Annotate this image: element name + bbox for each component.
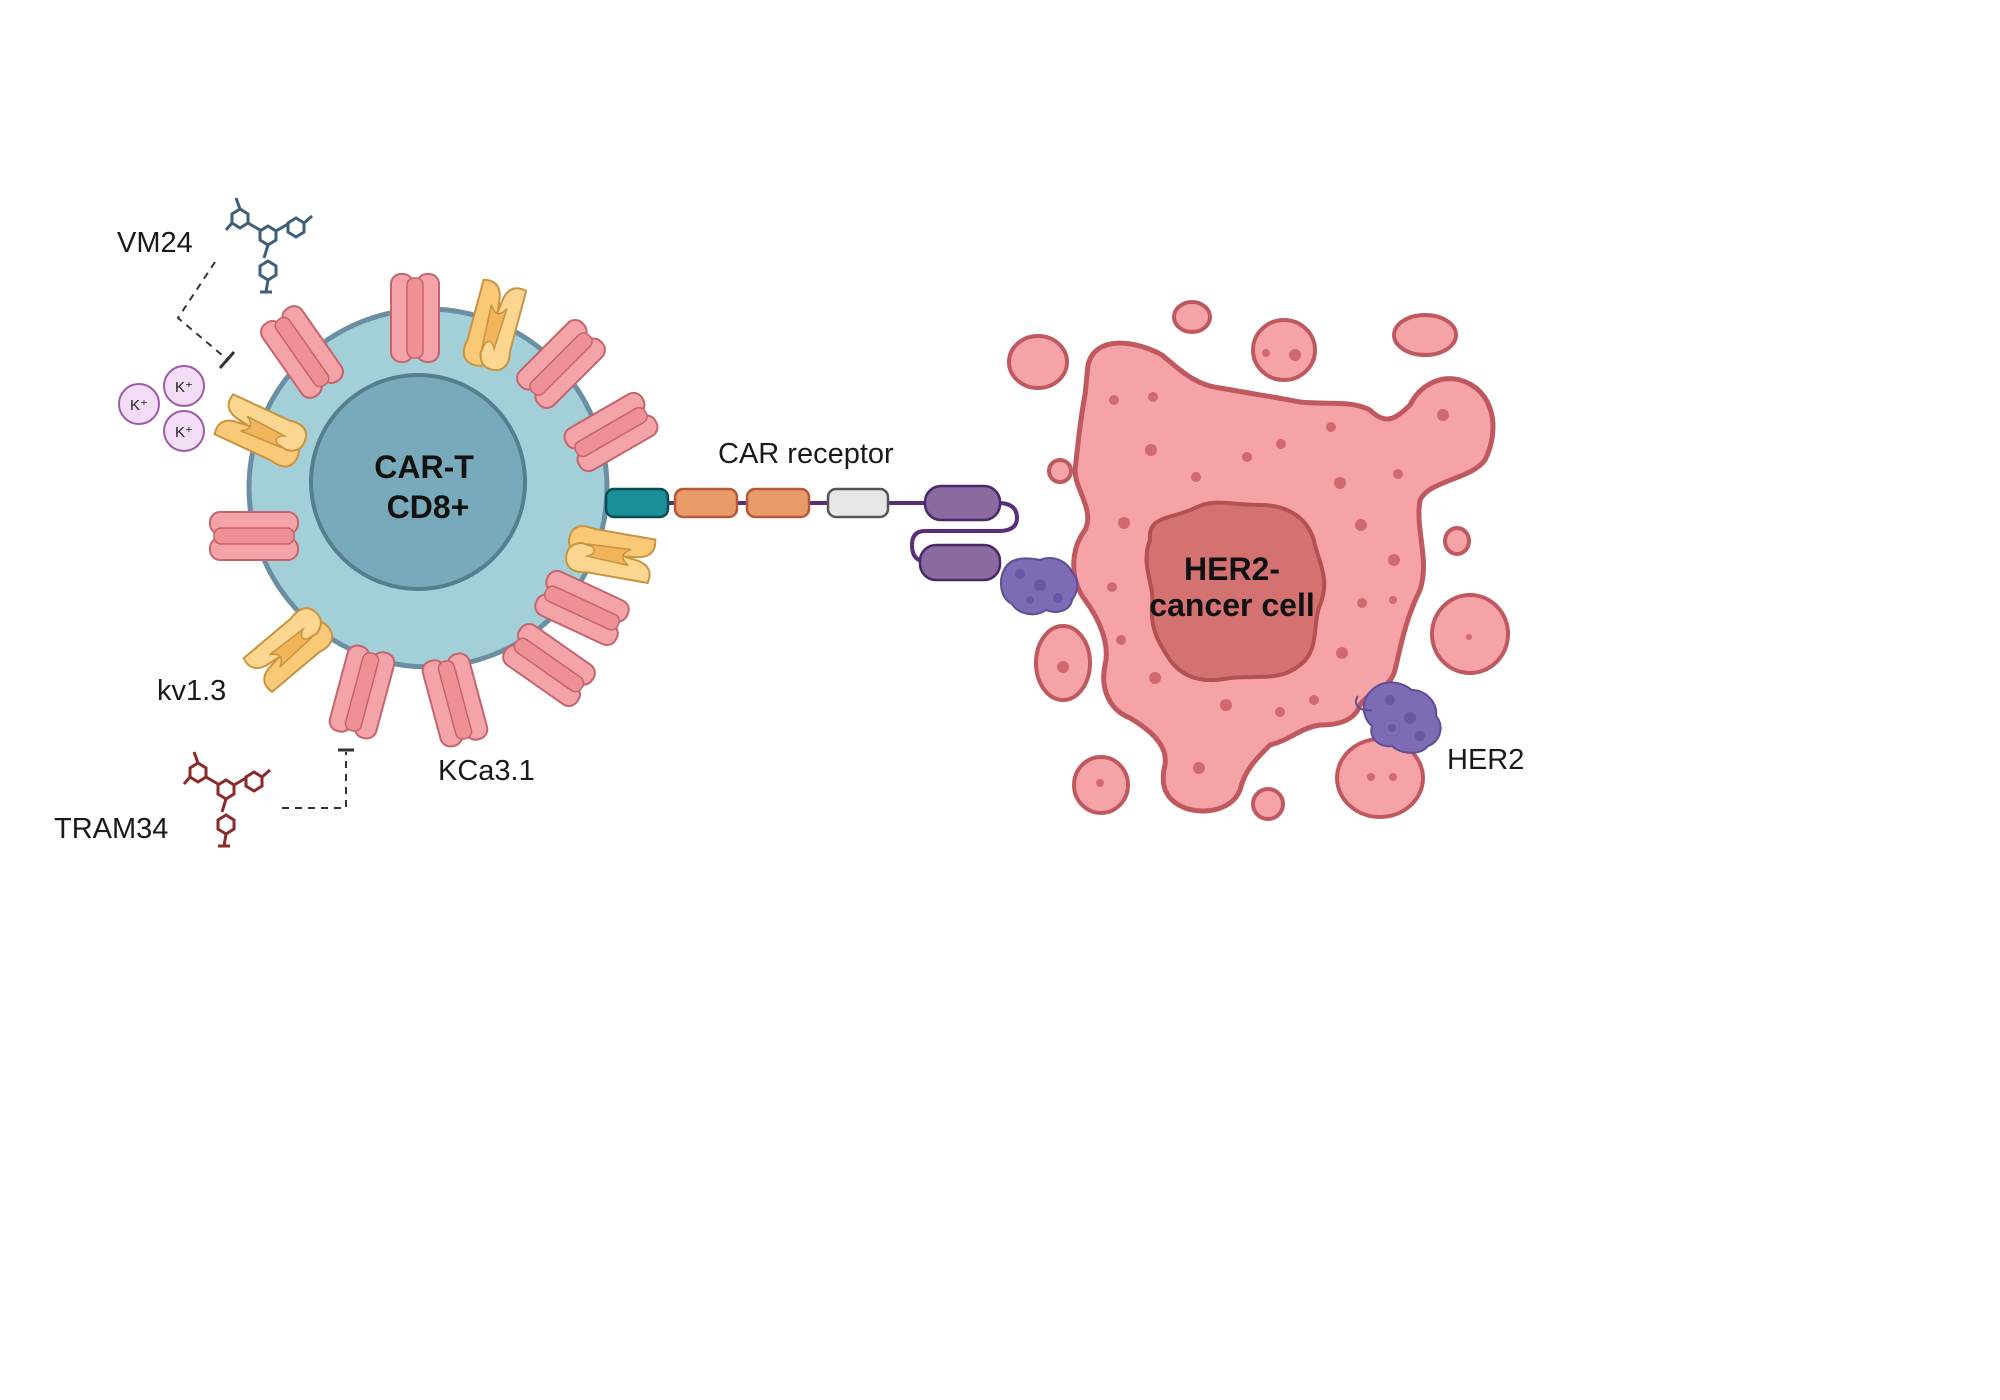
t-cell-nucleus	[309, 373, 527, 591]
vm24-molecule-icon	[224, 196, 314, 294]
vm24-label: VM24	[117, 227, 193, 259]
cancer-bleb	[1430, 593, 1510, 675]
car-costim-domain	[745, 487, 811, 519]
potassium-ions: K⁺ K⁺ K⁺	[118, 365, 205, 452]
cancer-bleb	[1172, 300, 1212, 334]
car-cd3z-domain	[604, 487, 670, 519]
cancer-bleb	[1047, 458, 1073, 484]
cancer-bleb	[1392, 313, 1458, 357]
her2-label: HER2	[1447, 744, 1524, 776]
ion-label: K⁺	[130, 397, 148, 414]
kca31-channel	[326, 642, 398, 742]
kca31-channel	[209, 511, 299, 561]
inhibition-bar	[218, 351, 236, 369]
car-receptor-label: CAR receptor	[718, 438, 894, 470]
car-t-cell: CAR-T CD8+	[246, 306, 610, 670]
kca31-label: KCa3.1	[438, 755, 535, 787]
cd8-label: CD8+	[387, 489, 470, 525]
ion-label: K⁺	[175, 424, 193, 441]
cancer-cell: HER2- cancer cell	[1007, 300, 1510, 821]
her2-protein-icon	[1354, 681, 1442, 754]
potassium-ion-icon	[163, 410, 205, 452]
cancer-bleb	[1443, 526, 1471, 556]
car-receptor	[604, 484, 1020, 582]
kca31-channel	[390, 273, 440, 363]
cancer-vesicles	[1057, 349, 1472, 787]
kca31-channel	[419, 650, 491, 750]
cancer-cell-nucleus	[1144, 500, 1327, 683]
potassium-ion-icon	[118, 383, 160, 425]
ion-label: K⁺	[175, 379, 193, 396]
car-hinge-domain	[826, 487, 890, 519]
cancer-cell-label-line2: cancer cell	[1149, 587, 1314, 623]
kv13-label: kv1.3	[157, 675, 226, 707]
cancer-bleb	[1251, 787, 1285, 821]
cancer-bleb	[1007, 334, 1069, 390]
cancer-bleb	[1251, 318, 1317, 382]
tram34-label: TRAM34	[54, 813, 168, 845]
cancer-cell-label-line1: HER2-	[1184, 551, 1280, 587]
her2-protein-icon	[999, 557, 1079, 616]
tram34-inhibition-line	[282, 752, 347, 809]
car-scfv-domain	[918, 543, 1002, 582]
car-scfv-domain	[923, 484, 1002, 522]
tram34-molecule-icon	[182, 750, 272, 848]
vm24-inhibition-line	[176, 261, 229, 361]
potassium-ion-icon	[163, 365, 205, 407]
car-t-label: CAR-T	[374, 449, 474, 485]
car-costim-domain	[673, 487, 739, 519]
